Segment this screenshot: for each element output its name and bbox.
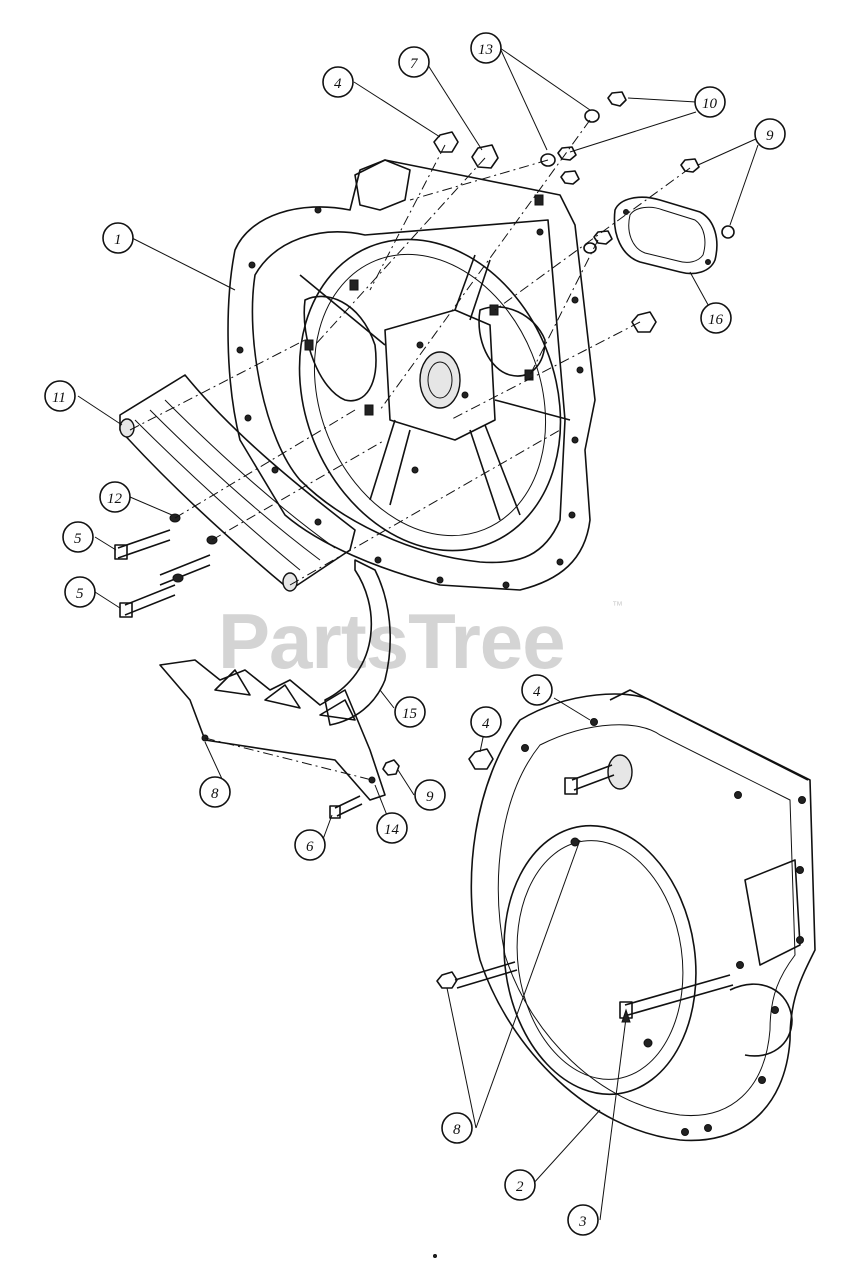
svg-text:15: 15 [402, 706, 418, 722]
svg-text:4: 4 [334, 76, 342, 92]
callout-11[interactable]: 11 [44, 380, 76, 412]
callout-balloons: 1 2 3 4 4 4 5 5 6 7 8 8 9 9 10 11 12 13 … [44, 32, 786, 1236]
callout-8-housing[interactable]: 8 [441, 1112, 473, 1144]
svg-text:16: 16 [708, 312, 724, 328]
svg-text:3: 3 [578, 1214, 587, 1230]
housing-fasteners [436, 748, 518, 989]
svg-text:4: 4 [533, 684, 541, 700]
svg-text:11: 11 [52, 390, 66, 406]
skid-shoe [159, 559, 391, 801]
callout-15[interactable]: 15 [394, 696, 426, 728]
callout-3[interactable]: 3 [567, 1204, 599, 1236]
svg-text:5: 5 [74, 531, 82, 547]
svg-text:14: 14 [384, 822, 400, 838]
svg-text:6: 6 [306, 839, 314, 855]
callout-2[interactable]: 2 [504, 1169, 536, 1201]
callout-7[interactable]: 7 [398, 46, 430, 78]
carriage-bolts [114, 513, 218, 618]
svg-text:7: 7 [410, 56, 419, 72]
callout-9-top[interactable]: 9 [754, 118, 786, 150]
leader-lines [77, 47, 759, 1221]
fan-housing [470, 689, 816, 1142]
svg-text:5: 5 [76, 586, 84, 602]
callout-4-left[interactable]: 4 [470, 706, 502, 738]
assembly-lines [129, 119, 691, 781]
svg-text:8: 8 [453, 1122, 461, 1138]
svg-text:2: 2 [516, 1179, 524, 1195]
svg-text:13: 13 [478, 42, 493, 58]
shave-plate [119, 374, 356, 592]
callout-12[interactable]: 12 [99, 481, 131, 513]
long-bolt [564, 764, 734, 1019]
callout-5-upper[interactable]: 5 [62, 521, 94, 553]
top-hardware [433, 91, 735, 333]
callout-8-skid[interactable]: 8 [199, 776, 231, 808]
callout-10[interactable]: 10 [694, 86, 726, 118]
svg-text:12: 12 [107, 491, 123, 507]
callout-13[interactable]: 13 [470, 32, 502, 64]
svg-text:8: 8 [211, 786, 219, 802]
callout-14[interactable]: 14 [376, 812, 408, 844]
gasket [613, 196, 718, 275]
skid-hardware [329, 759, 400, 819]
watermark: PartsTree [218, 597, 566, 685]
callout-9-skid[interactable]: 9 [414, 779, 446, 811]
svg-text:1: 1 [114, 232, 122, 248]
callout-4-right[interactable]: 4 [521, 674, 553, 706]
callout-6[interactable]: 6 [294, 829, 326, 861]
watermark-trademark: ™ [612, 600, 623, 612]
svg-text:4: 4 [482, 716, 490, 732]
callout-5-lower[interactable]: 5 [64, 576, 96, 608]
auger-housing [227, 159, 596, 591]
svg-text:9: 9 [766, 128, 774, 144]
callout-16[interactable]: 16 [700, 302, 732, 334]
callout-1[interactable]: 1 [102, 222, 134, 254]
svg-text:10: 10 [702, 96, 718, 112]
svg-text:9: 9 [426, 789, 434, 805]
stray-dot [433, 1254, 437, 1258]
callout-4-top[interactable]: 4 [322, 66, 354, 98]
